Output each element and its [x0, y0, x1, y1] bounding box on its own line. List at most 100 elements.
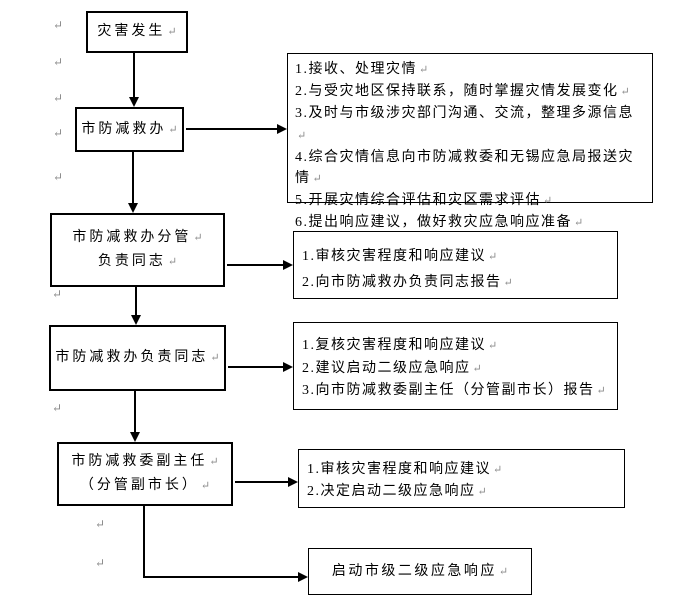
node-label: 市防减救办负责同志 [55, 350, 209, 365]
detail-line: 1.审核灾害程度和响应建议↵ [307, 459, 616, 481]
node-label: 灾害发生 [97, 24, 166, 39]
arrow-down-line-1 [133, 53, 135, 97]
flow-node-start-level2-response: 启动市级二级应急响应↵ [308, 548, 532, 595]
node-label: 负责同志 [97, 254, 166, 269]
node-label-line: 市防减救办负责同志↵ [55, 346, 219, 370]
detail-line: 2.决定启动二级应急响应↵ [307, 481, 616, 503]
detail-box-deputy-comrade-duties: 1.审核灾害程度和响应建议↵ 2.向市防减救办负责同志报告↵ [293, 231, 618, 299]
paragraph-mark-icon: ↵ [297, 129, 307, 142]
detail-line: 2.与受灾地区保持联系，随时掌握灾情发展变化↵ [295, 81, 642, 103]
detail-text: 1.审核灾害程度和响应建议 [302, 249, 486, 264]
detail-text: 6.提出响应建议，做好救灾应急响应准备 [295, 215, 572, 231]
paragraph-mark-icon: ↵ [419, 64, 429, 76]
arrow-right-head-2 [283, 260, 293, 270]
margin-paragraph-mark: ↵ [53, 170, 64, 184]
arrow-right-head-4 [288, 477, 298, 487]
arrow-right-head-1 [277, 124, 287, 134]
arrow-down-line-4 [134, 391, 136, 432]
detail-text: 2.与受灾地区保持联系，随时掌握灾情发展变化 [295, 84, 619, 100]
node-label: 启动市级二级应急响应 [331, 563, 497, 579]
detail-line: 1.审核灾害程度和响应建议↵ [302, 244, 609, 270]
detail-text: 1.接收、处理灾情 [295, 62, 417, 77]
paragraph-mark-icon: ↵ [574, 217, 584, 230]
paragraph-mark-icon: ↵ [167, 256, 178, 268]
arrow-down-line-2 [132, 152, 134, 203]
node-label-line: （分管副市长）↵ [80, 474, 210, 498]
paragraph-mark-icon: ↵ [193, 232, 203, 244]
arrow-right-line-3 [228, 366, 283, 368]
paragraph-mark-icon: ↵ [312, 173, 322, 186]
detail-text: 3.及时与市级涉灾部门沟通、交流，整理多源信息 [295, 106, 634, 122]
arrow-down-line-3 [135, 287, 137, 315]
node-label: 市防减救委副主任 [71, 454, 208, 469]
detail-box-vice-director-duties: 1.审核灾害程度和响应建议↵ 2.决定启动二级应急响应↵ [298, 449, 625, 508]
node-label-line: 启动市级二级应急响应↵ [332, 560, 508, 584]
detail-line: 3.向市防减救委副主任（分管副市长）报告↵ [302, 380, 609, 403]
flow-node-disaster-occurs: 灾害发生↵ [86, 11, 188, 53]
detail-box-office-head-duties: 1.复核灾害程度和响应建议↵ 2.建议启动二级应急响应↵ 3.向市防减救委副主任… [293, 322, 618, 410]
flow-node-office-deputy-comrade: 市防减救办分管↵ 负责同志↵ [50, 213, 225, 287]
margin-paragraph-mark: ↵ [53, 126, 64, 140]
detail-box-city-office-duties: 1.接收、处理灾情↵ 2.与受灾地区保持联系，随时掌握灾情发展变化↵ 3.及时与… [287, 53, 653, 230]
arrow-down-head-1 [129, 97, 139, 107]
paragraph-mark-icon: ↵ [472, 362, 482, 375]
flow-node-committee-vice-director: 市防减救委副主任↵ （分管副市长）↵ [57, 442, 233, 506]
detail-line: 1.接收、处理灾情↵ [295, 59, 642, 81]
node-label: 市防减救办 [81, 121, 167, 137]
arrow-down-head-2 [128, 203, 138, 213]
elbow-connector-arrow-head [298, 572, 308, 582]
paragraph-mark-icon: ↵ [168, 123, 178, 136]
margin-paragraph-mark: ↵ [53, 18, 64, 32]
detail-text: 2.决定启动二级应急响应 [307, 484, 476, 499]
margin-paragraph-mark: ↵ [52, 287, 63, 301]
paragraph-mark-icon: ↵ [200, 480, 211, 492]
detail-line: 2.建议启动二级应急响应↵ [302, 358, 609, 381]
detail-line: 3.及时与市级涉灾部门沟通、交流，整理多源信息 ↵ [295, 103, 642, 146]
node-label-line: 负责同志↵ [98, 250, 177, 274]
detail-line: 2.向市防减救办负责同志报告↵ [302, 270, 609, 296]
paragraph-mark-icon: ↵ [493, 464, 503, 476]
detail-line: 5.开展灾情综合评估和灾区需求评估↵ [295, 190, 642, 212]
node-label: 市防减救办分管 [72, 230, 192, 245]
node-label: （分管副市长） [79, 478, 199, 493]
paragraph-mark-icon: ↵ [167, 26, 177, 38]
detail-line: 4.综合灾情信息向市防减救委和无锡应急局报送灾情↵ [295, 147, 642, 190]
arrow-right-line-1 [186, 128, 277, 130]
detail-text: 3.向市防减救委副主任（分管副市长）报告 [302, 383, 595, 398]
margin-paragraph-mark: ↵ [95, 556, 106, 570]
detail-line: 6.提出响应建议，做好救灾应急响应准备↵ [295, 212, 642, 234]
arrow-down-head-3 [131, 315, 141, 325]
paragraph-mark-icon: ↵ [209, 456, 219, 468]
paragraph-mark-icon: ↵ [543, 195, 553, 208]
node-label-line: 市防减救委副主任↵ [71, 450, 218, 474]
paragraph-mark-icon: ↵ [477, 486, 487, 498]
detail-line: 1.复核灾害程度和响应建议↵ [302, 335, 609, 358]
node-label-line: 灾害发生↵ [97, 20, 176, 44]
arrow-right-head-3 [283, 362, 293, 372]
paragraph-mark-icon: ↵ [596, 385, 606, 397]
node-label-line: 市防减救办↵ [81, 118, 177, 142]
detail-text: 1.复核灾害程度和响应建议 [302, 338, 486, 353]
flow-node-office-head-comrade: 市防减救办负责同志↵ [49, 325, 226, 391]
elbow-connector-horizontal-line [143, 576, 298, 578]
paragraph-mark-icon: ↵ [498, 565, 509, 578]
flow-node-city-office: 市防减救办↵ [75, 107, 184, 152]
margin-paragraph-mark: ↵ [53, 91, 64, 105]
arrow-down-head-4 [130, 432, 140, 442]
detail-text: 1.审核灾害程度和响应建议 [307, 462, 491, 477]
paragraph-mark-icon: ↵ [488, 340, 498, 352]
detail-text: 2.向市防减救办负责同志报告 [302, 275, 502, 290]
margin-paragraph-mark: ↵ [52, 401, 63, 415]
detail-text: 2.建议启动二级应急响应 [302, 360, 471, 376]
elbow-connector-vertical-line [143, 506, 145, 578]
paragraph-mark-icon: ↵ [210, 352, 220, 364]
detail-text: 4.综合灾情信息向市防减救委和无锡应急局报送灾情 [295, 149, 634, 187]
margin-paragraph-mark: ↵ [53, 55, 64, 69]
node-label-line: 市防减救办分管↵ [72, 226, 202, 250]
margin-paragraph-mark: ↵ [95, 517, 106, 531]
paragraph-mark-icon: ↵ [488, 251, 498, 263]
arrow-right-line-2 [227, 264, 283, 266]
arrow-right-line-4 [235, 481, 288, 483]
paragraph-mark-icon: ↵ [503, 277, 513, 289]
